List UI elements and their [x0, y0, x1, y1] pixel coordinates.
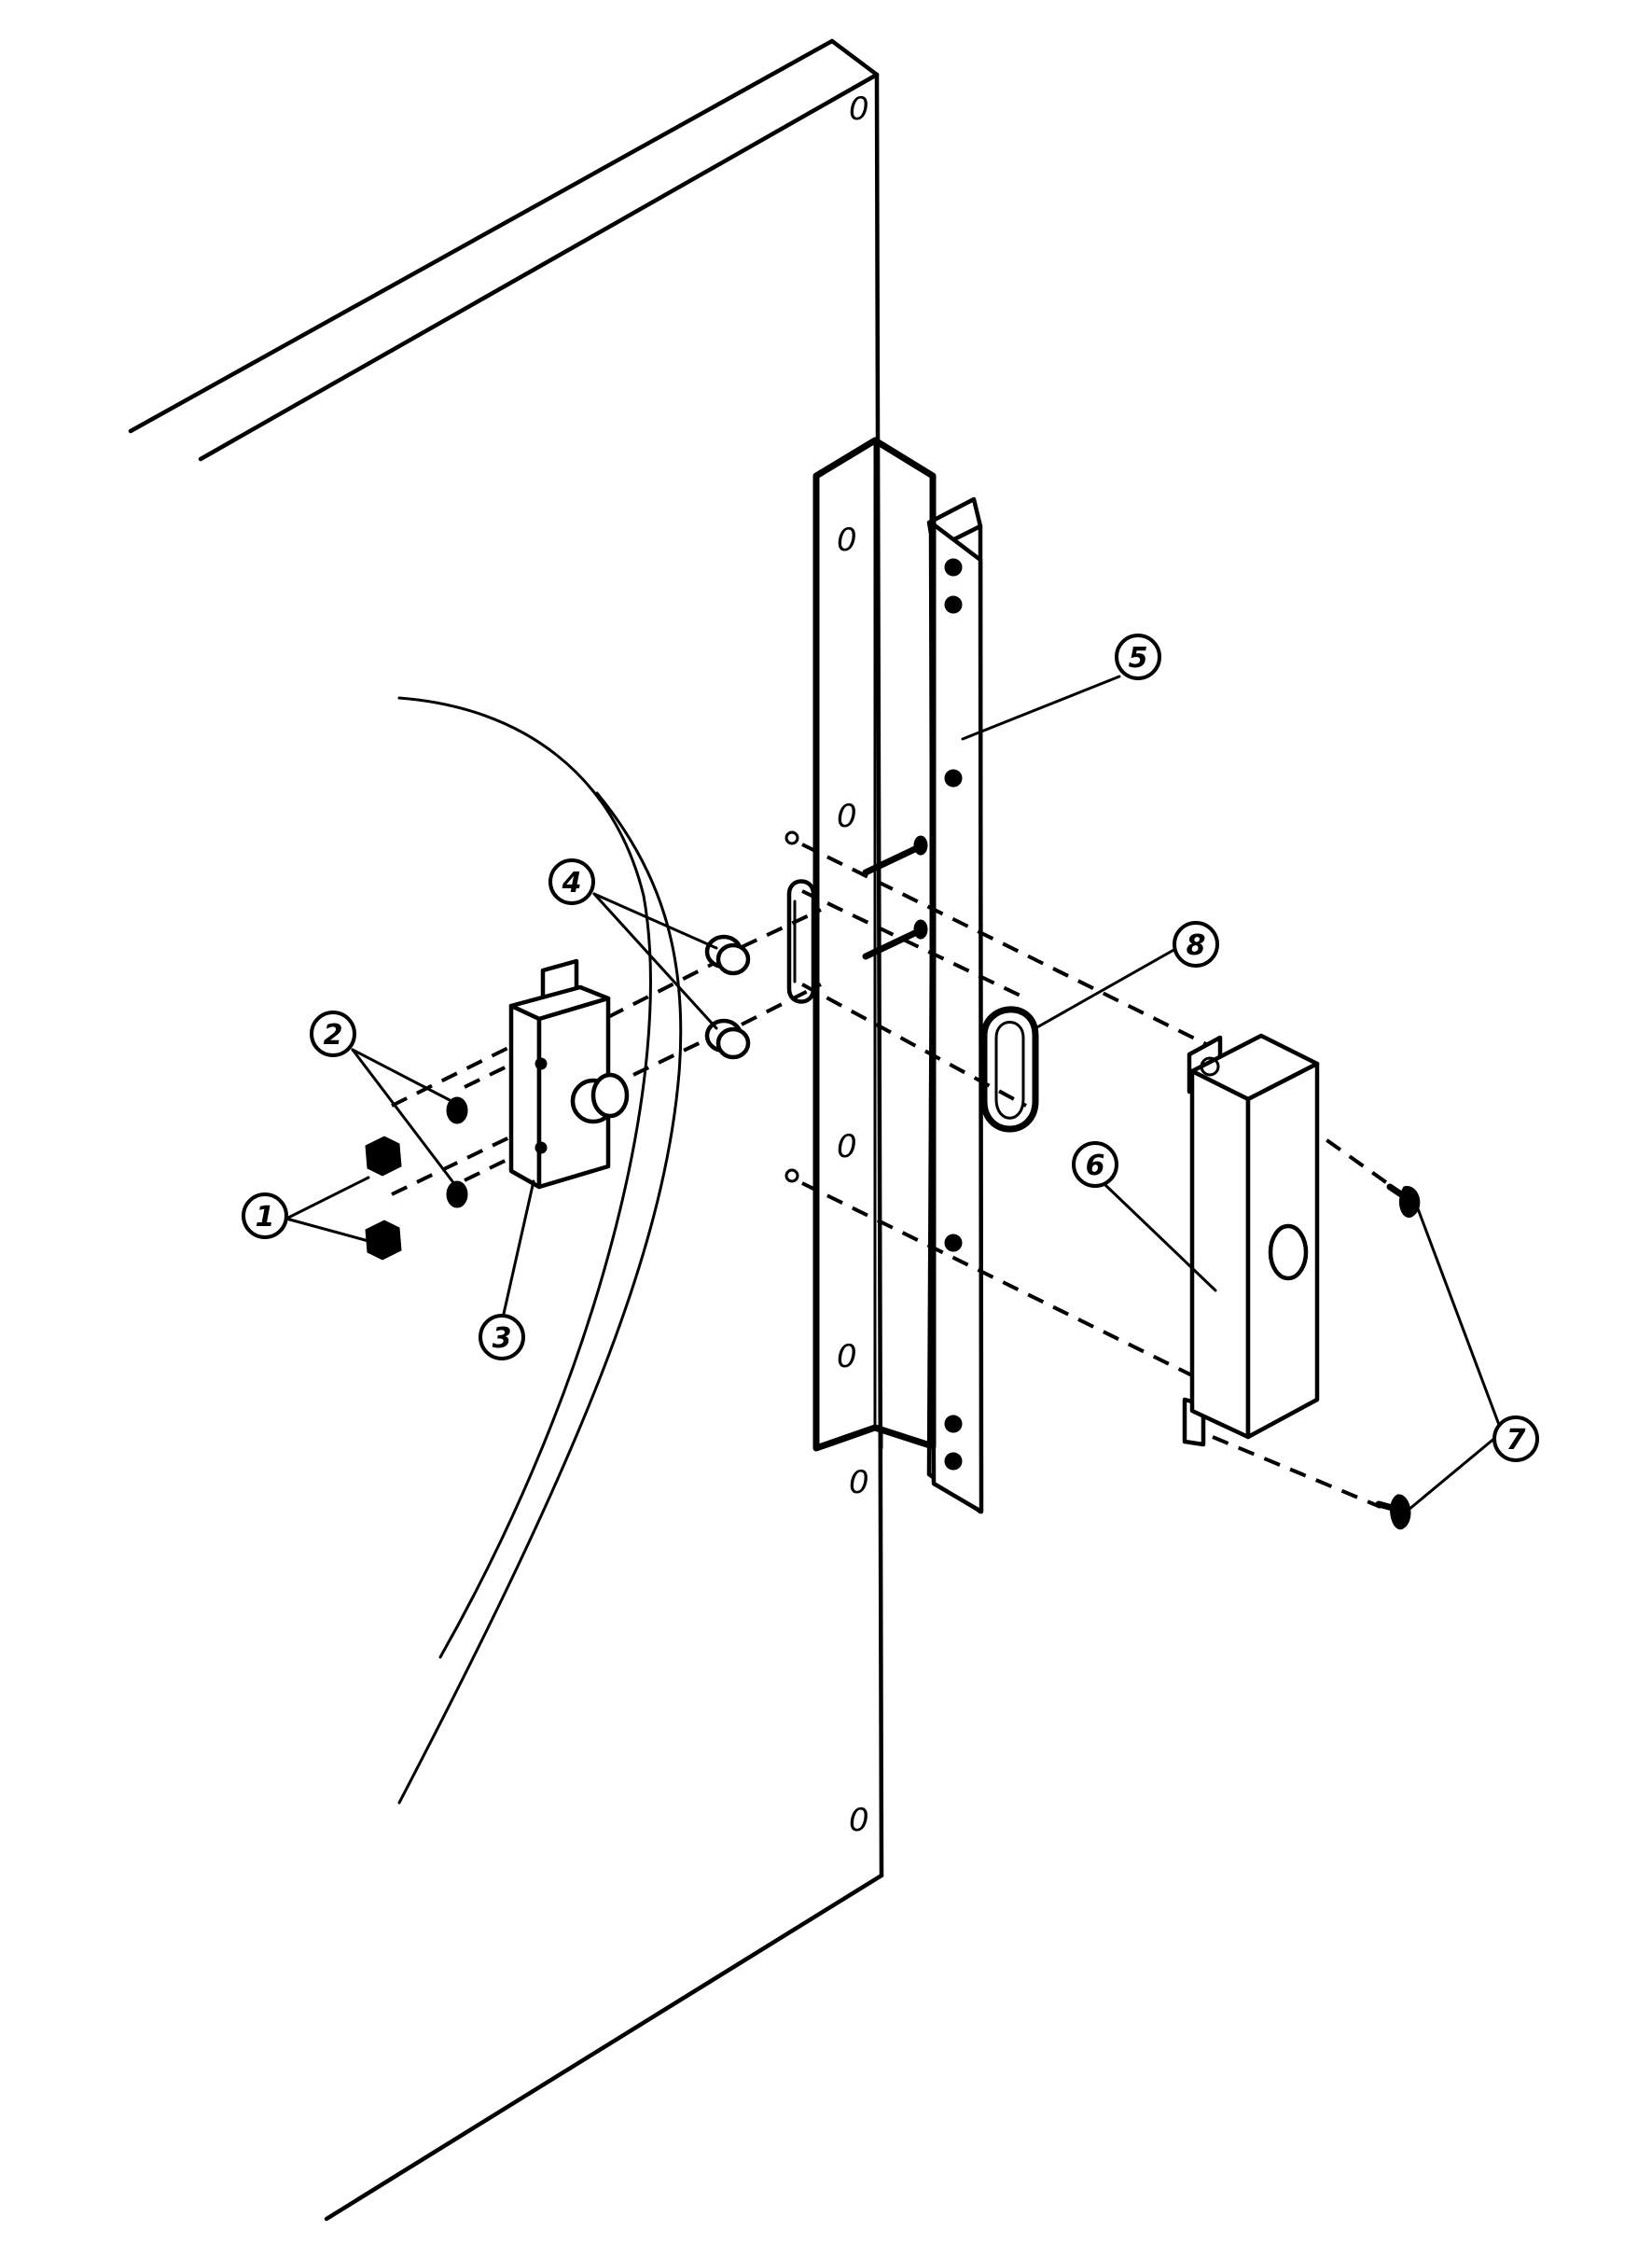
cabinet-panel — [128, 38, 884, 2222]
hole-mark: 0 — [837, 522, 857, 559]
callout-label: 7 — [1506, 1424, 1526, 1457]
callout-2: 2 — [310, 1011, 356, 1057]
callout-3: 3 — [479, 1314, 525, 1360]
hole-mark: 0 — [849, 1464, 869, 1501]
callout-label: 2 — [324, 1019, 343, 1052]
hole-mark: 0 — [849, 91, 869, 128]
part-6-strike-box — [1182, 1033, 1320, 1447]
callout-5: 5 — [1115, 634, 1161, 680]
callout-6: 6 — [1072, 1141, 1118, 1188]
assembly-lines — [391, 843, 1392, 1509]
part-8-grommet — [980, 1006, 1039, 1133]
callout-label: 8 — [1187, 929, 1206, 962]
leader-lines — [285, 675, 1504, 1512]
alignment-pins — [784, 830, 799, 1183]
callout-1: 1 — [242, 1192, 288, 1239]
hole-mark: 0 — [837, 1338, 857, 1375]
hole-mark: 0 — [849, 1802, 869, 1839]
callout-label: 4 — [562, 867, 582, 899]
door-swing-arcs — [397, 696, 683, 1805]
callout-label: 6 — [1086, 1150, 1105, 1182]
part-5-mounting-channel: 0 0 0 0 — [786, 437, 984, 1514]
callout-label: 5 — [1129, 642, 1148, 675]
part-7-screws — [1375, 1183, 1421, 1530]
part-2-washers — [446, 1096, 468, 1208]
panel-holes: 0 0 0 — [849, 91, 869, 1839]
callout-label: 3 — [493, 1322, 512, 1355]
callout-4: 4 — [548, 858, 595, 905]
callout-7: 7 — [1492, 1415, 1539, 1462]
part-1-nuts — [365, 1136, 402, 1261]
callout-8: 8 — [1173, 921, 1219, 968]
hole-mark: 0 — [837, 798, 857, 835]
callout-label: 1 — [256, 1201, 275, 1234]
part-4-bushings — [704, 934, 751, 1060]
hole-mark: 0 — [837, 1128, 857, 1165]
part-3-lock-body — [508, 958, 630, 1190]
